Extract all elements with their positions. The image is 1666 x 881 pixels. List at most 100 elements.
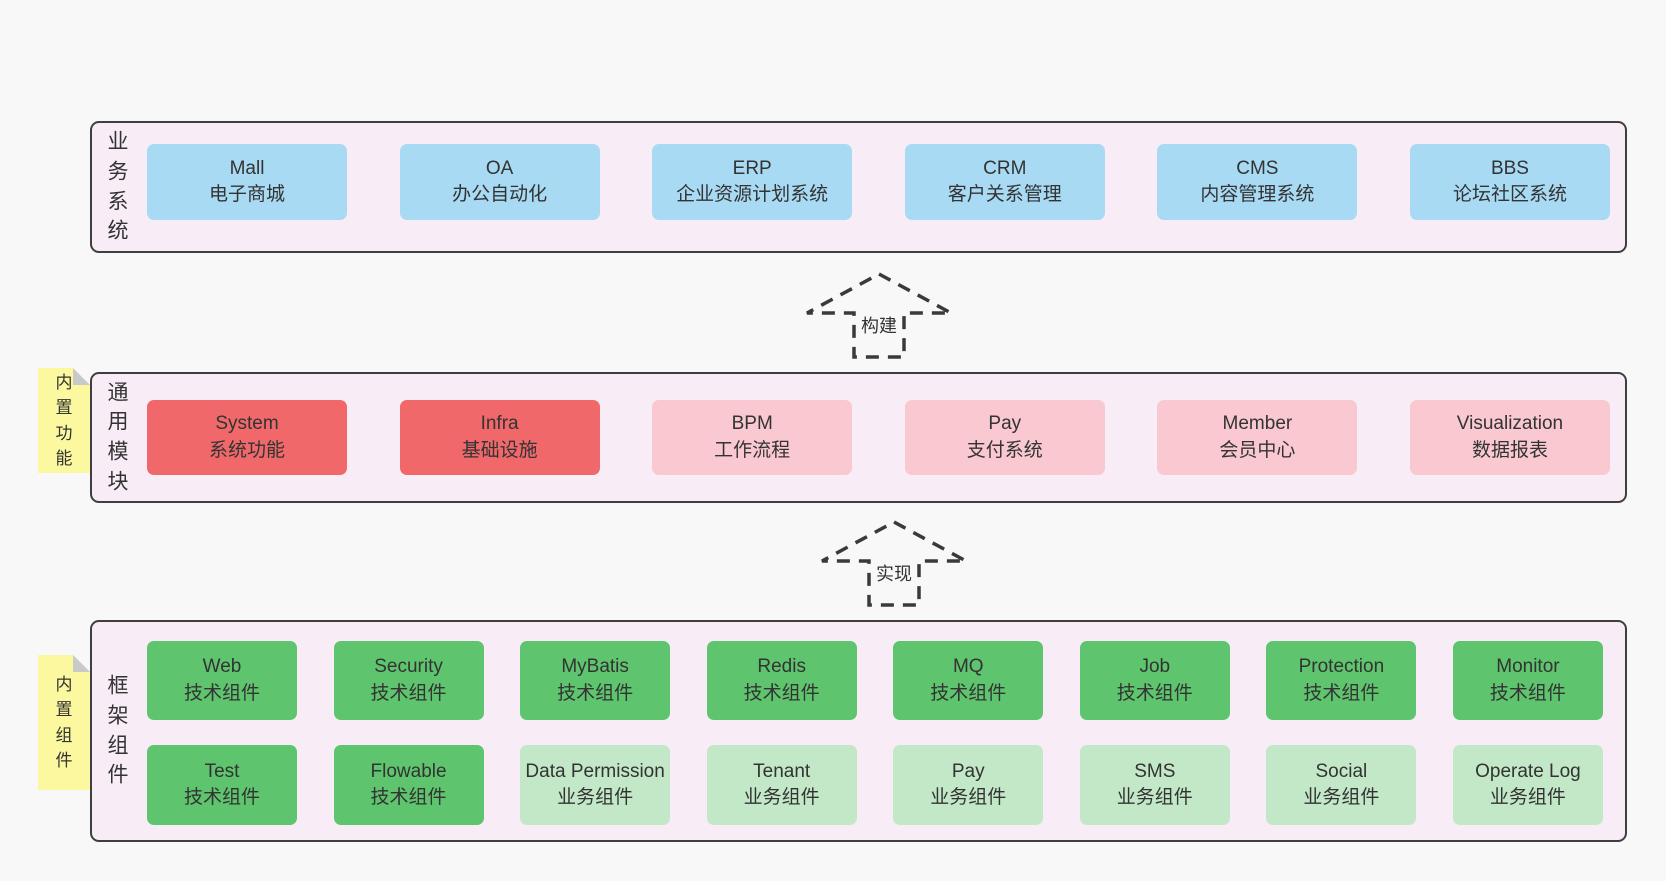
note-built-in-features-label: 内置功能 — [55, 372, 73, 469]
box-desc: 业务组件 — [557, 787, 634, 808]
box-mall: Mall 电子商城 — [147, 144, 347, 220]
box-title: Tenant — [753, 760, 811, 782]
box-title: Security — [374, 656, 443, 678]
box-desc: 技术组件 — [1116, 682, 1193, 704]
up-arrow-icon — [806, 272, 952, 359]
box-title: Social — [1315, 760, 1368, 782]
box-infra: Infra 基础设施 — [399, 400, 600, 475]
box-title: CRM — [983, 157, 1027, 179]
box-desc: 业务组件 — [1303, 787, 1380, 808]
note-fold-corner — [73, 655, 90, 672]
box-desc: 内容管理系统 — [1200, 184, 1315, 205]
box-pay-biz: Pay 业务组件 — [893, 745, 1044, 825]
box-test: Test 技术组件 — [147, 745, 297, 825]
box-desc: 业务组件 — [930, 787, 1007, 808]
box-title: Flowable — [370, 760, 447, 782]
box-desc: 技术组件 — [183, 787, 260, 808]
box-title: Job — [1139, 656, 1171, 678]
box-desc: 电子商城 — [208, 184, 285, 205]
box-title: Visualization — [1456, 413, 1564, 435]
box-title: SMS — [1134, 760, 1176, 782]
note-fold-corner — [73, 368, 90, 385]
layer-framework-components: 框架组件 Web 技术组件 Security 技术组件 MyBatis 技术组件… — [90, 620, 1627, 842]
box-visualization: Visualization 数据报表 — [1409, 400, 1610, 475]
box-social: Social 业务组件 — [1266, 745, 1417, 825]
box-title: BPM — [731, 413, 773, 435]
build-arrow: 构建 — [804, 272, 954, 360]
build-arrow-label: 构建 — [858, 312, 900, 338]
box-protection: Protection 技术组件 — [1266, 641, 1417, 720]
box-monitor: Monitor 技术组件 — [1452, 641, 1603, 720]
note-built-in-components-label: 内置组件 — [55, 674, 73, 771]
box-title: Redis — [757, 656, 806, 678]
box-desc: 技术组件 — [1303, 682, 1380, 704]
common-modules-row: System 系统功能 Infra 基础设施 BPM 工作流程 Pay 支付系统… — [147, 400, 1610, 475]
box-desc: 系统功能 — [208, 439, 285, 461]
box-desc: 技术组件 — [743, 682, 820, 704]
box-desc: 支付系统 — [966, 439, 1043, 461]
framework-components-row-2: Test 技术组件 Flowable 技术组件 Data Permission … — [147, 745, 1603, 825]
box-mybatis: MyBatis 技术组件 — [520, 641, 671, 720]
layer-common-modules: 通用模块 System 系统功能 Infra 基础设施 BPM 工作流程 Pay… — [90, 372, 1627, 503]
box-desc: 技术组件 — [370, 787, 447, 808]
box-title: Pay — [988, 413, 1022, 435]
note-built-in-features: 内置功能 — [38, 368, 90, 473]
box-title: Protection — [1298, 656, 1385, 678]
box-desc: 技术组件 — [370, 682, 447, 704]
box-title: Operate Log — [1475, 760, 1581, 782]
box-data-permission: Data Permission 业务组件 — [520, 745, 671, 825]
implement-arrow: 实现 — [819, 520, 969, 608]
box-operate-log: Operate Log 业务组件 — [1452, 745, 1603, 825]
box-desc: 客户关系管理 — [947, 184, 1062, 205]
box-desc: 工作流程 — [714, 439, 791, 461]
implement-arrow-label: 实现 — [873, 560, 915, 586]
box-title: Monitor — [1496, 656, 1560, 678]
box-desc: 企业资源计划系统 — [676, 184, 829, 205]
box-title: ERP — [732, 157, 772, 179]
box-desc: 会员中心 — [1219, 439, 1296, 461]
box-redis: Redis 技术组件 — [706, 641, 857, 720]
box-title: Test — [204, 760, 240, 782]
box-desc: 业务组件 — [743, 787, 820, 808]
box-crm: CRM 客户关系管理 — [904, 144, 1105, 220]
layer-business-systems-label: 业务系统 — [107, 130, 129, 243]
box-flowable: Flowable 技术组件 — [333, 745, 484, 825]
box-bbs: BBS 论坛社区系统 — [1409, 144, 1610, 220]
box-job: Job 技术组件 — [1079, 641, 1230, 720]
layer-business-systems: 业务系统 Mall 电子商城 OA 办公自动化 ERP 企业资源计划系统 CRM… — [90, 121, 1627, 253]
note-built-in-components: 内置组件 — [38, 655, 90, 790]
box-desc: 技术组件 — [930, 682, 1007, 704]
box-title: MQ — [952, 656, 984, 678]
box-pay: Pay 支付系统 — [904, 400, 1105, 475]
box-desc: 业务组件 — [1489, 787, 1566, 808]
box-title: OA — [485, 157, 514, 179]
box-title: Pay — [951, 760, 985, 782]
box-title: Mall — [229, 157, 265, 179]
box-system: System 系统功能 — [147, 400, 347, 475]
box-title: Infra — [480, 413, 519, 435]
framework-components-row-1: Web 技术组件 Security 技术组件 MyBatis 技术组件 Redi… — [147, 641, 1603, 720]
box-desc: 数据报表 — [1471, 439, 1548, 461]
box-desc: 技术组件 — [1489, 682, 1566, 704]
box-title: BBS — [1490, 157, 1529, 179]
box-security: Security 技术组件 — [333, 641, 484, 720]
box-member: Member 会员中心 — [1157, 400, 1358, 475]
box-bpm: BPM 工作流程 — [652, 400, 853, 475]
box-sms: SMS 业务组件 — [1079, 745, 1230, 825]
box-desc: 技术组件 — [557, 682, 634, 704]
box-title: CMS — [1236, 157, 1279, 179]
box-oa: OA 办公自动化 — [399, 144, 600, 220]
business-systems-row: Mall 电子商城 OA 办公自动化 ERP 企业资源计划系统 CRM 客户关系… — [147, 144, 1610, 220]
box-desc: 基础设施 — [461, 439, 538, 461]
box-web: Web 技术组件 — [147, 641, 297, 720]
layer-common-modules-label: 通用模块 — [107, 380, 129, 494]
box-desc: 业务组件 — [1116, 787, 1193, 808]
box-desc: 技术组件 — [183, 682, 260, 704]
box-title: MyBatis — [561, 656, 629, 678]
up-arrow-icon — [821, 520, 967, 607]
box-mq: MQ 技术组件 — [893, 641, 1044, 720]
box-cms: CMS 内容管理系统 — [1157, 144, 1358, 220]
box-title: Member — [1222, 413, 1293, 435]
box-desc: 办公自动化 — [452, 184, 548, 205]
